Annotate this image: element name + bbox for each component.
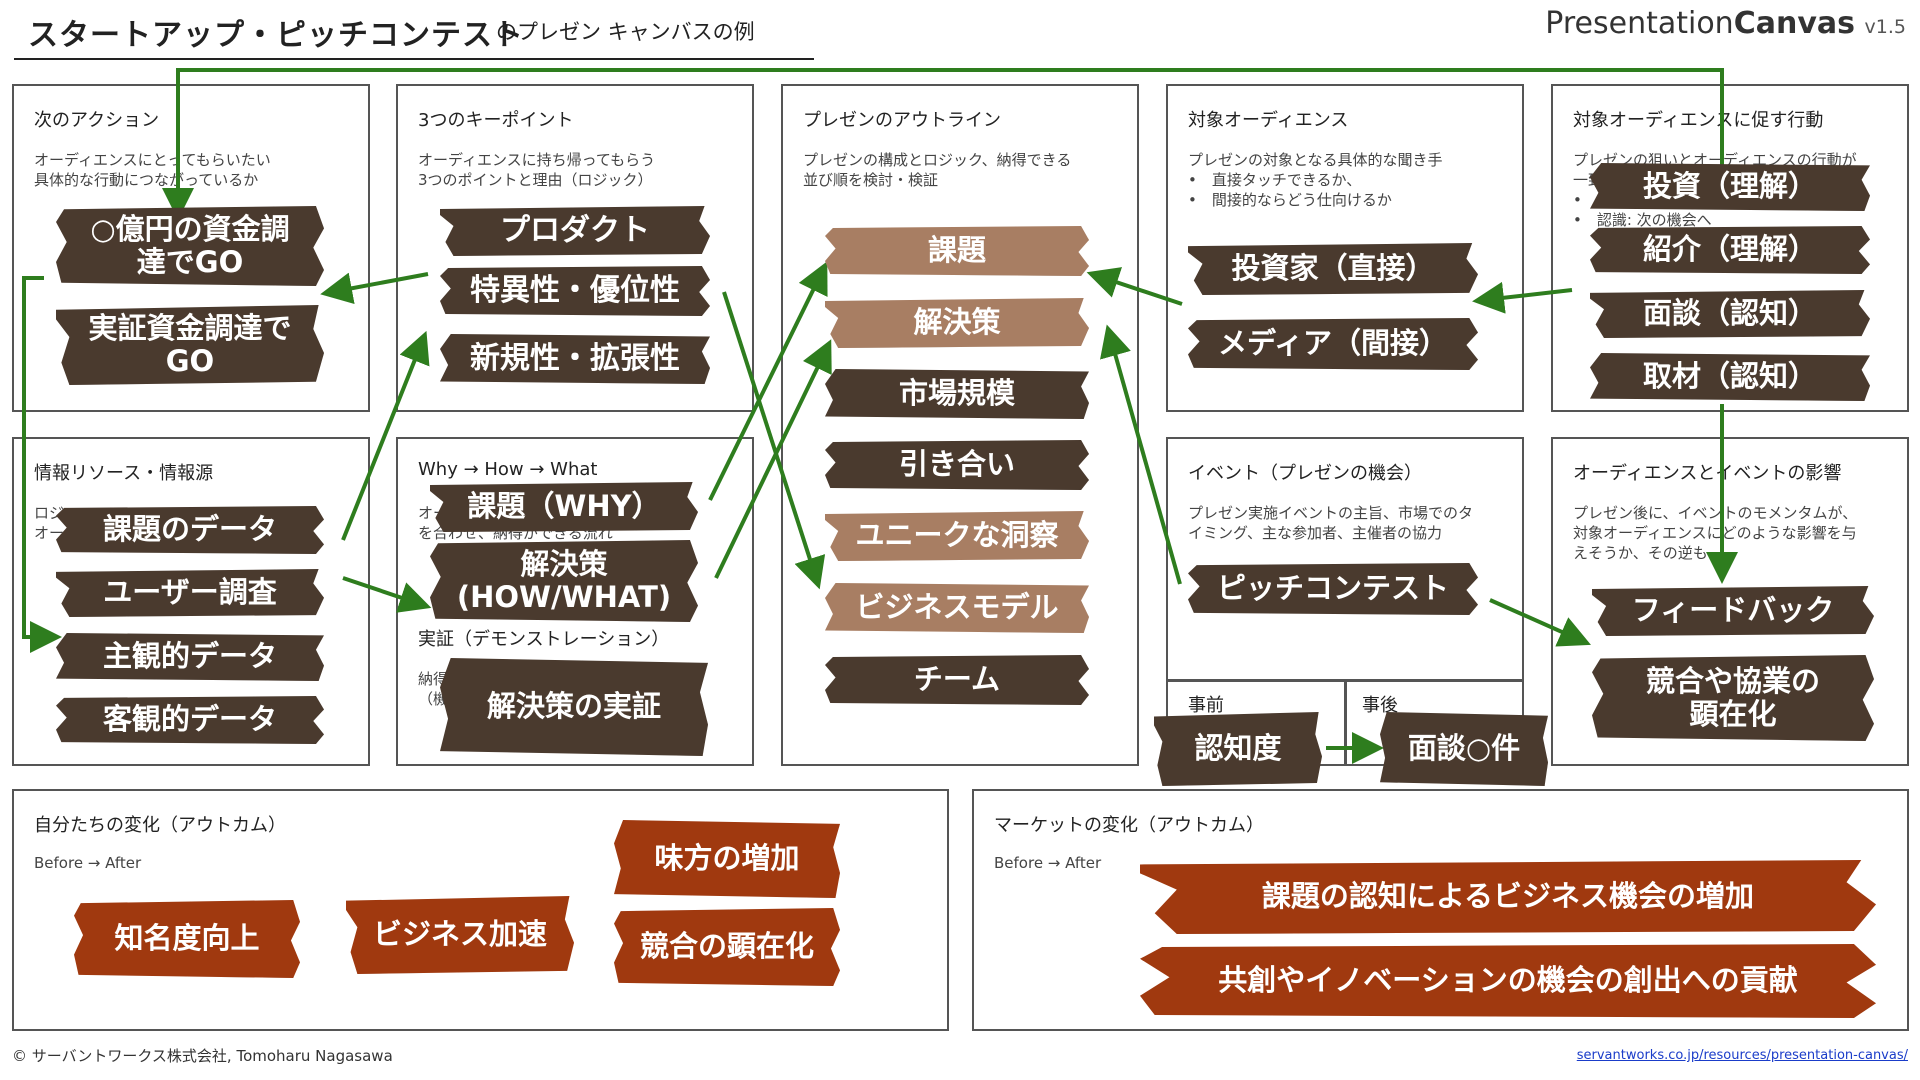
panel-title: 3つのキーポイント xyxy=(418,110,574,131)
arrow-investor-to-issue xyxy=(1086,267,1183,306)
tag-outline-solution: 解決策 xyxy=(825,298,1089,348)
title-underline xyxy=(14,58,814,60)
event-divider-vertical xyxy=(1344,679,1347,766)
tag-awareness: 認知度 xyxy=(1154,712,1322,786)
tag-how-what-solution: 解決策 (HOW/WHAT) xyxy=(430,540,698,622)
tag-brand-awareness: 知名度向上 xyxy=(74,900,300,978)
arrow-data-to-keypoints xyxy=(341,330,430,541)
panel-description: プレゼンの構成とロジック、納得できる 並び順を検討・検証 xyxy=(803,151,1072,189)
tag-action-meeting: 面談（認知） xyxy=(1590,290,1870,338)
arrow-pitch-to-competition xyxy=(1489,598,1591,647)
arrow-pitch-to-solution xyxy=(1100,324,1182,585)
tag-action-referral: 紹介（理解） xyxy=(1590,226,1870,274)
tag-co-creation: 共創やイノベーションの機会の創出への貢献 xyxy=(1140,944,1876,1018)
tag-demo-funding-go: 実証資金調達で GO xyxy=(56,305,324,385)
tag-issue-data: 課題のデータ xyxy=(56,506,324,554)
panel-title: Why → How → What xyxy=(418,459,598,480)
arrow-next-action-to-subjective-data xyxy=(22,276,62,653)
tag-market-opportunity: 課題の認知によるビジネス機会の増加 xyxy=(1140,860,1876,934)
tag-competitors-visible: 競合の顕在化 xyxy=(614,908,840,986)
panel-title: 情報リソース・情報源 xyxy=(34,463,214,484)
brand-logo: PresentationCanvas v1.5 xyxy=(1545,6,1906,41)
demonstration-description: 納得 （機 xyxy=(418,670,449,708)
arrow-why-to-issue xyxy=(708,261,828,501)
panel-description: オーディエンスに持ち帰ってもらう 3つのポイントと理由（ロジック） xyxy=(418,151,656,189)
arrow-keypoints-to-next-action xyxy=(320,272,429,305)
panel-title: 次のアクション xyxy=(34,110,160,131)
arrow-uniqueness-to-business-model xyxy=(722,291,826,590)
copyright: © サーバントワークス株式会社, Tomoharu Nagasawa xyxy=(12,1047,393,1065)
tag-feedback: フィードバック xyxy=(1592,586,1874,636)
tag-action-invest: 投資（理解） xyxy=(1590,163,1870,211)
tag-product: プロダクト xyxy=(440,206,710,256)
tag-action-interview: 取材（認知） xyxy=(1590,353,1870,401)
tag-outline-issue: 課題 xyxy=(825,226,1089,276)
panel-title: イベント（プレゼンの機会） xyxy=(1188,463,1422,484)
tag-subjective-data: 主観的データ xyxy=(56,633,324,681)
tag-user-research: ユーザー調査 xyxy=(56,569,324,617)
tag-outline-team: チーム xyxy=(825,655,1089,705)
tag-outline-business-model: ビジネスモデル xyxy=(825,583,1089,633)
arrow-action-to-investor xyxy=(1472,281,1573,314)
brand-version: v1.5 xyxy=(1864,16,1906,38)
tag-solution-demo: 解決策の実証 xyxy=(440,658,708,756)
panel-description: プレゼン後に、イベントのモメンタムが、 対象オーディエンスにどのような影響を与 … xyxy=(1573,504,1858,562)
tag-pitch-contest: ピッチコンテスト xyxy=(1188,563,1478,615)
tag-business-acceleration: ビジネス加速 xyxy=(346,896,574,974)
tag-competition-visible: 競合や協業の 顕在化 xyxy=(1592,655,1874,741)
panel-title: 自分たちの変化（アウトカム） xyxy=(34,815,286,836)
tag-outline-insight: ユニークな洞察 xyxy=(825,511,1089,561)
panel-title: プレゼンのアウトライン xyxy=(803,110,1001,131)
panel-description: Before → After xyxy=(994,854,1102,872)
tag-uniqueness: 特異性・優位性 xyxy=(440,266,710,316)
canvas-title: スタートアップ・ピッチコンテスト xyxy=(28,18,524,53)
panel-description: オーディエンスにとってもらいたい 具体的な行動につながっているか xyxy=(34,151,271,189)
tag-outline-market-size: 市場規模 xyxy=(825,369,1089,419)
tag-investor-direct: 投資家（直接） xyxy=(1188,243,1478,295)
resource-link[interactable]: servantworks.co.jp/resources/presentatio… xyxy=(1576,1048,1908,1063)
canvas-subtitle: のプレゼン キャンバスの例 xyxy=(496,20,755,44)
arrow-how-to-solution xyxy=(714,339,832,579)
tag-novelty: 新規性・拡張性 xyxy=(440,334,710,384)
tag-objective-data: 客観的データ xyxy=(56,696,324,744)
demonstration-title: 実証（デモンストレーション） xyxy=(418,629,670,650)
panel-title: 対象オーディエンス xyxy=(1188,110,1349,131)
tag-outline-traction: 引き合い xyxy=(825,440,1089,490)
tag-media-indirect: メディア（間接） xyxy=(1188,318,1478,370)
panel-title: マーケットの変化（アウトカム） xyxy=(994,815,1264,836)
tag-why-issue: 課題（WHY） xyxy=(430,482,698,532)
tag-meetings-count: 面談○件 xyxy=(1380,712,1548,786)
event-after-label: 事後 xyxy=(1362,695,1398,716)
brand-bold: Canvas xyxy=(1733,6,1855,41)
tag-more-allies: 味方の増加 xyxy=(614,820,840,898)
panel-description: Before → After xyxy=(34,854,142,872)
panel-outline: プレゼンのアウトライン プレゼンの構成とロジック、納得できる 並び順を検討・検証 xyxy=(781,84,1139,766)
panel-description: プレゼン実施イベントの主旨、市場でのタ イミング、主な参加者、主催者の協力 xyxy=(1188,504,1474,542)
panel-title: オーディエンスとイベントの影響 xyxy=(1573,463,1842,484)
panel-title: 対象オーディエンスに促す行動 xyxy=(1573,110,1824,131)
event-before-label: 事前 xyxy=(1188,695,1224,716)
panel-description: プレゼンの対象となる具体的な聞き手 • 直接タッチできるか、 • 間接的ならどう… xyxy=(1188,151,1443,209)
brand-light: Presentation xyxy=(1545,6,1734,41)
arrow-investment-to-next-action xyxy=(162,68,1724,220)
tag-funding-go: ○億円の資金調 達でGO xyxy=(56,206,324,286)
arrow-user-research-to-why-how xyxy=(342,576,432,613)
